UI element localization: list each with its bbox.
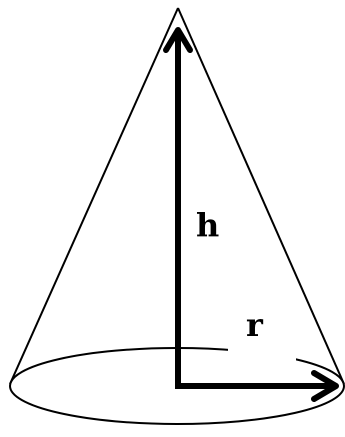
radius-label-backdrop <box>228 336 296 362</box>
cone-left-side <box>9 7 179 385</box>
height-arrow-head <box>163 27 193 53</box>
height-label: h <box>196 206 219 244</box>
radius-arrow-head <box>311 370 339 402</box>
radius-label: r <box>246 306 264 344</box>
cone-right-side <box>177 7 345 385</box>
